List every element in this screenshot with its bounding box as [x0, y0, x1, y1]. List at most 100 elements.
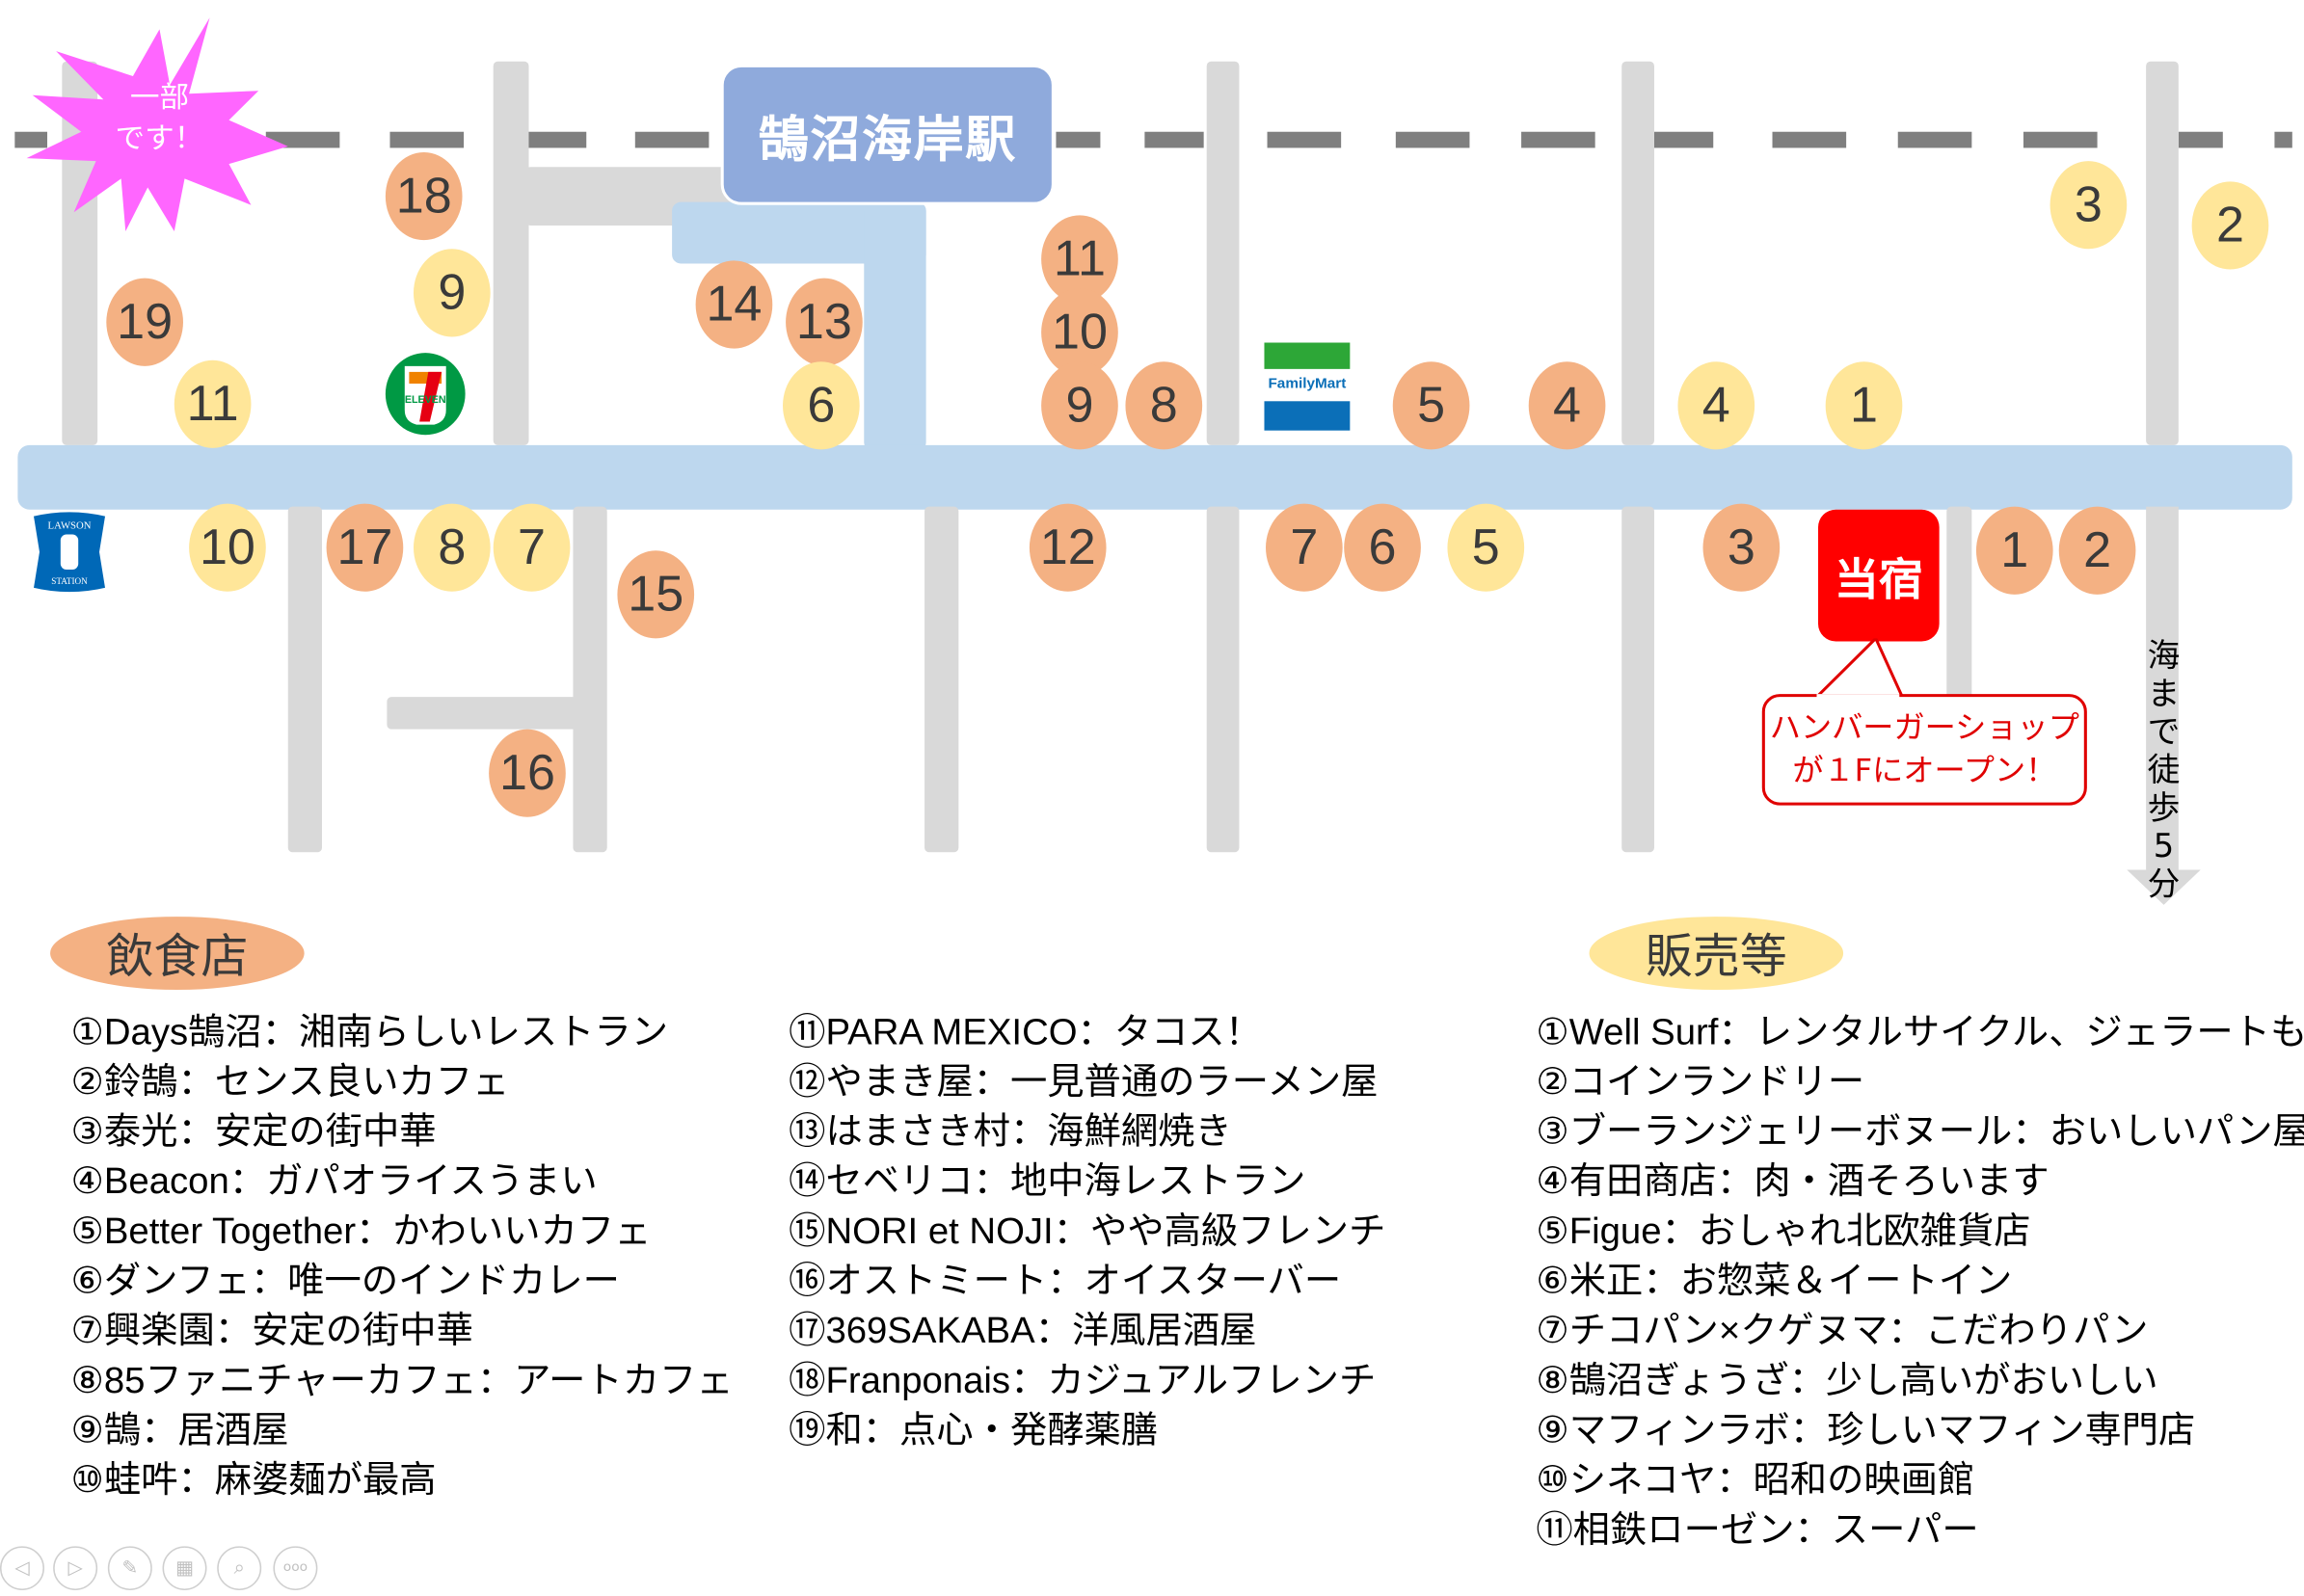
zoom-button[interactable]: ⌕ [217, 1546, 262, 1590]
food-pin-14[interactable]: 14 [695, 260, 773, 349]
food-pin-2[interactable]: 2 [2058, 506, 2136, 595]
shop-list-item: ⑪相鉄ローゼン：スーパー [1536, 1509, 1979, 1551]
side-road [387, 697, 579, 730]
sea-direction-arrow-shaft [2146, 506, 2179, 873]
callout-pointer [1812, 638, 1905, 699]
callout-join [1816, 694, 1900, 699]
shop-pin-1[interactable]: 1 [1825, 361, 1903, 450]
slides-grid-icon: ▦ [175, 1556, 194, 1580]
food-pin-19[interactable]: 19 [106, 278, 183, 366]
food-list-item: ④Beacon：ガパオライスうまい [70, 1160, 598, 1203]
food-pin-4[interactable]: 4 [1528, 361, 1606, 450]
shop-list-item: ①Well Surf：レンタルサイクル、ジェラートも [1536, 1011, 2304, 1053]
shop-list-item: ⑨マフィンラボ：珍しいマフィン専門店 [1536, 1410, 2196, 1451]
shop-list-item: ⑥米正：お惣菜＆イートイン [1536, 1261, 2013, 1302]
shop-pin-2[interactable]: 2 [2191, 181, 2269, 270]
side-road [2146, 61, 2179, 445]
shop-list-item: ⑦チコパン×クゲヌマ：こだわりパン [1536, 1310, 2149, 1352]
shop-pin-4[interactable]: 4 [1677, 361, 1755, 450]
shop-list-item: ⑤Figue：おしゃれ北欧雑貨店 [1536, 1210, 2031, 1253]
slide-overview-button[interactable]: ▦ [162, 1546, 207, 1590]
sea-walk-label: 海 ま で 徒 歩 5 分 [2147, 638, 2181, 904]
arrow-down-icon [2127, 869, 2201, 905]
burst-label: 一部 です！ [115, 79, 204, 156]
station-label: 鵠沼海岸駅 [720, 64, 1055, 205]
shop-list-item: ④有田商店：肉・酒そろいます [1536, 1160, 2049, 1203]
food-list-col2: ⑪PARA MEXICO：タコス！ ⑫やまき屋：一見普通のラーメン屋 ⑬はまさき… [789, 1007, 1385, 1455]
food-list-item: ⑰369SAKABA：洋風居酒屋 [789, 1310, 1257, 1352]
svg-text:STATION: STATION [51, 576, 88, 586]
starburst-icon [26, 17, 288, 232]
shop-pin-9[interactable]: 9 [413, 249, 491, 337]
food-pin-18[interactable]: 18 [385, 152, 463, 241]
magnifier-icon: ⌕ [233, 1556, 245, 1580]
food-list-item: ⑭セベリコ：地中海レストラン [789, 1160, 1306, 1203]
food-pin-9[interactable]: 9 [1041, 361, 1118, 450]
food-list-item: ⑦興楽園：安定の街中華 [70, 1310, 473, 1352]
shop-pin-11[interactable]: 11 [174, 359, 252, 448]
food-pin-12[interactable]: 12 [1029, 503, 1107, 592]
svg-text:ELEVEN: ELEVEN [405, 394, 446, 406]
shop-legend-title: 販売等 [1589, 917, 1844, 991]
shop-pin-6[interactable]: 6 [783, 361, 860, 450]
side-road [1621, 506, 1654, 853]
station-plaza-road [864, 201, 926, 451]
food-pin-13[interactable]: 13 [786, 278, 863, 366]
food-list-item: ②鈴鵠：センス良いカフェ [70, 1061, 510, 1104]
more-options-button[interactable]: ooo [273, 1546, 318, 1590]
side-road [924, 506, 959, 853]
pen-tool-button[interactable]: ✎ [107, 1546, 152, 1590]
side-road [1206, 61, 1240, 445]
food-list-item: ⑤Better Together：かわいいカフェ [70, 1210, 652, 1253]
side-road [1206, 506, 1240, 853]
food-list-item: ⑪PARA MEXICO：タコス！ [789, 1011, 1263, 1053]
hotel-callout: ハンバーガーショップ が１Fにオープン！ [1761, 694, 2087, 806]
food-list-item: ⑧85ファニチャーカフェ：アートカフェ [70, 1360, 734, 1401]
side-road [287, 506, 322, 853]
next-slide-button[interactable]: ▷ [53, 1546, 98, 1590]
food-list-item: ⑩蛙吽：麻婆麺が最高 [70, 1459, 437, 1502]
food-list-item: ⑥ダンフェ：唯一のインドカレー [70, 1261, 620, 1302]
food-pin-11[interactable]: 11 [1041, 215, 1118, 304]
familymart-logo: FamilyMart [1264, 342, 1351, 434]
food-list-item: ①Days鵠沼：湘南らしいレストラン [70, 1011, 669, 1053]
svg-text:LAWSON: LAWSON [48, 520, 92, 532]
chevron-left-icon: ◁ [14, 1556, 30, 1580]
food-list-item: ⑨鵠：居酒屋 [70, 1410, 289, 1451]
side-road [493, 61, 529, 445]
food-pin-6[interactable]: 6 [1344, 503, 1421, 592]
shop-pin-10[interactable]: 10 [189, 503, 266, 592]
food-list-col1: ①Days鵠沼：湘南らしいレストラン ②鈴鵠：センス良いカフェ ③泰光：安定の街… [71, 1007, 734, 1505]
side-road [1621, 61, 1654, 445]
shop-list: ①Well Surf：レンタルサイクル、ジェラートも ②コインランドリー ③ブー… [1536, 1007, 2304, 1555]
food-list-item: ⑲和：点心・発酵薬膳 [789, 1410, 1159, 1451]
prev-slide-button[interactable]: ◁ [0, 1546, 44, 1590]
food-pin-16[interactable]: 16 [489, 729, 566, 817]
side-road [573, 506, 607, 853]
food-pin-10[interactable]: 10 [1041, 288, 1118, 377]
food-pin-1[interactable]: 1 [1975, 506, 2053, 595]
more-icon: ooo [282, 1560, 308, 1576]
chevron-right-icon: ▷ [67, 1556, 83, 1580]
food-pin-3[interactable]: 3 [1702, 503, 1781, 592]
food-pin-17[interactable]: 17 [326, 503, 404, 592]
side-road [1946, 506, 1972, 727]
seven-eleven-logo: ELEVEN [385, 353, 466, 436]
pen-icon: ✎ [121, 1556, 139, 1580]
shop-pin-3[interactable]: 3 [2049, 161, 2128, 250]
shop-pin-7[interactable]: 7 [493, 503, 571, 592]
shop-list-item: ⑧鵠沼ぎょうざ：少し高いがおいしい [1536, 1360, 2158, 1401]
shop-pin-5[interactable]: 5 [1447, 503, 1525, 592]
food-pin-5[interactable]: 5 [1392, 361, 1470, 450]
shop-pin-8[interactable]: 8 [413, 503, 491, 592]
food-pin-7[interactable]: 7 [1266, 503, 1343, 592]
food-list-item: ⑮NORI et NOJI：やや高級フレンチ [789, 1210, 1386, 1253]
shop-list-item: ②コインランドリー [1536, 1061, 1865, 1104]
food-list-item: ⑱Franponais：カジュアルフレンチ [789, 1360, 1377, 1401]
food-pin-15[interactable]: 15 [617, 550, 695, 639]
food-pin-8[interactable]: 8 [1125, 361, 1203, 450]
shop-list-item: ⑩シネコヤ：昭和の映画館 [1536, 1459, 1975, 1502]
shop-list-item: ③ブーランジェリーボヌール：おいしいパン屋 [1536, 1111, 2304, 1153]
food-legend-title: 飲食店 [50, 917, 305, 991]
